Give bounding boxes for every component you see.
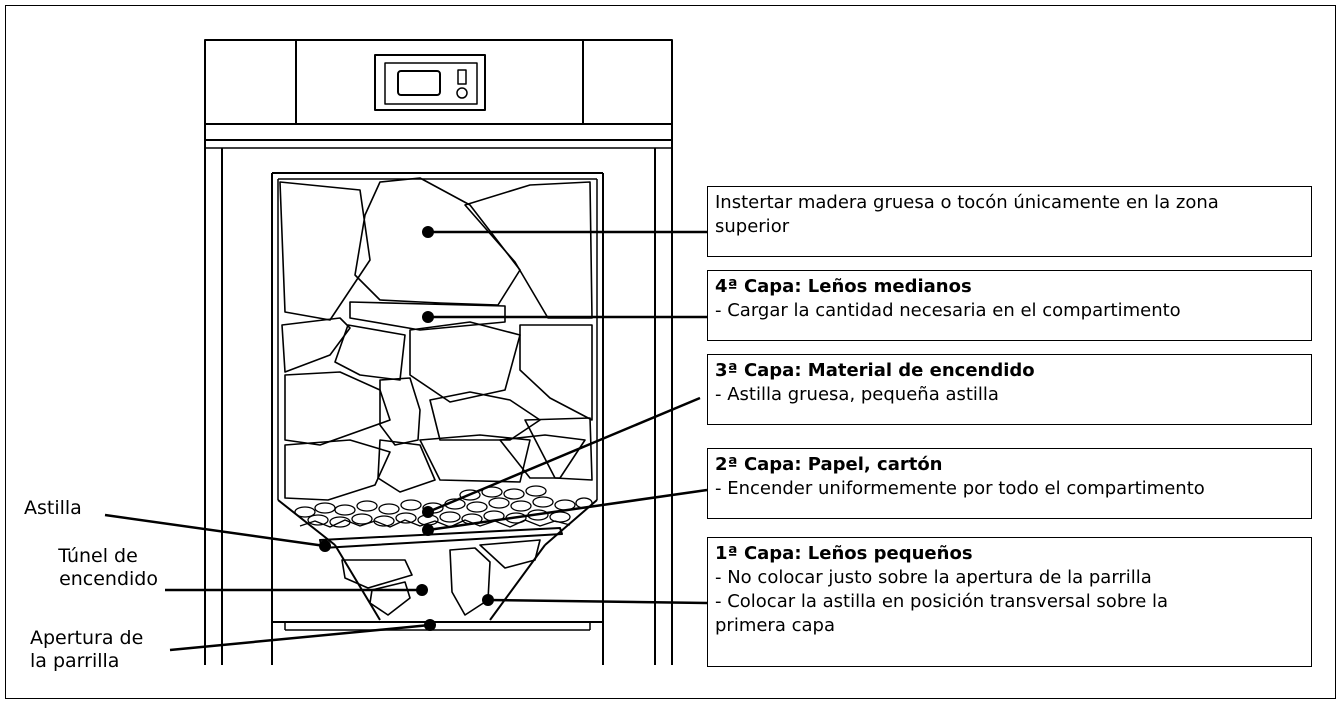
callout-layer4-title: 4ª Capa: Leños medianos bbox=[715, 276, 972, 297]
callout-top: Instertar madera gruesa o tocón únicamen… bbox=[707, 186, 1312, 257]
label-tunel: Túnel de encendido bbox=[38, 545, 158, 591]
label-apertura-line2: la parrilla bbox=[30, 650, 120, 672]
diagram-frame bbox=[5, 5, 1336, 699]
callout-layer1: 1ª Capa: Leños pequeños - No colocar jus… bbox=[707, 537, 1312, 667]
label-tunel-line2: encendido bbox=[59, 568, 158, 590]
marker-layer3 bbox=[422, 506, 434, 518]
label-apertura: Apertura de la parrilla bbox=[30, 627, 143, 673]
leader-layer2 bbox=[427, 488, 708, 532]
callout-layer1-line2: - Colocar la astilla en posición transve… bbox=[715, 591, 1169, 612]
leader-apertura bbox=[169, 623, 431, 652]
leader-astilla bbox=[104, 513, 326, 548]
marker-layer2 bbox=[422, 524, 434, 536]
callout-top-line2: superior bbox=[715, 216, 790, 237]
leader-layer1 bbox=[487, 598, 708, 605]
marker-apertura bbox=[424, 619, 436, 631]
logs-large bbox=[279, 177, 593, 501]
boiler-housing bbox=[204, 39, 673, 665]
callout-layer2-title: 2ª Capa: Papel, cartón bbox=[715, 454, 943, 475]
paper-layer bbox=[299, 519, 571, 528]
callout-layer1-line3: primera capa bbox=[715, 615, 835, 636]
marker-layer1 bbox=[482, 594, 494, 606]
callout-layer4-line1: - Cargar la cantidad necesaria en el com… bbox=[715, 300, 1181, 321]
callout-layer1-line1: - No colocar justo sobre la apertura de … bbox=[715, 567, 1152, 588]
logs-small bbox=[341, 539, 541, 616]
callout-layer2-line1: - Encender uniformemente por todo el com… bbox=[715, 478, 1205, 499]
control-panel bbox=[374, 54, 486, 111]
label-astilla: Astilla bbox=[24, 497, 82, 520]
label-tunel-line1: Túnel de bbox=[58, 545, 138, 567]
marker-layer4 bbox=[422, 311, 434, 323]
label-apertura-line1: Apertura de bbox=[30, 627, 144, 649]
callout-layer1-title: 1ª Capa: Leños pequeños bbox=[715, 543, 973, 564]
label-astilla-text: Astilla bbox=[24, 497, 82, 519]
callout-layer3: 3ª Capa: Material de encendido - Astilla… bbox=[707, 354, 1312, 425]
callout-top-line1: Instertar madera gruesa o tocón únicamen… bbox=[715, 192, 1219, 213]
callout-layer3-title: 3ª Capa: Material de encendido bbox=[715, 360, 1035, 381]
callout-layer3-line1: - Astilla gruesa, pequeña astilla bbox=[715, 384, 999, 405]
marker-astilla bbox=[319, 540, 331, 552]
marker-tunel bbox=[416, 584, 428, 596]
callout-layer4: 4ª Capa: Leños medianos - Cargar la cant… bbox=[707, 270, 1312, 341]
callout-layer2: 2ª Capa: Papel, cartón - Encender unifor… bbox=[707, 448, 1312, 519]
marker-top bbox=[422, 226, 434, 238]
leader-layer3 bbox=[427, 396, 701, 514]
